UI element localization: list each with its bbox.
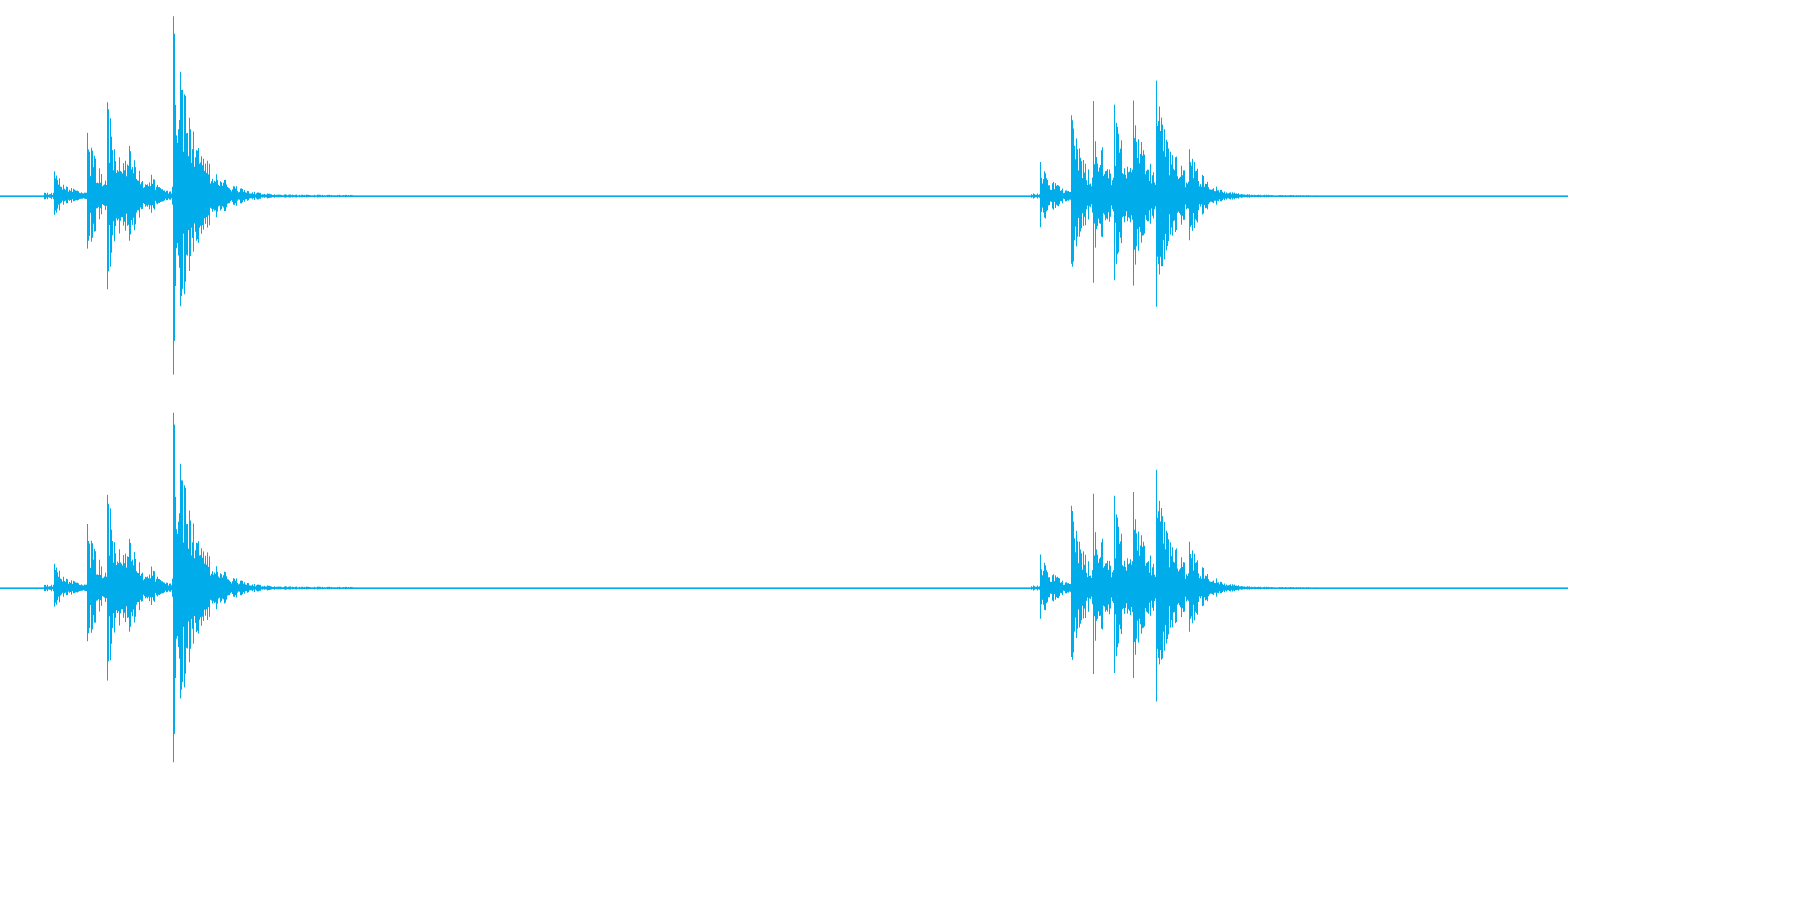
channel-1-waveform [0, 16, 1568, 375]
channel-2-samples [0, 412, 1568, 763]
channel-1-samples [0, 16, 1568, 375]
channel-2-waveform [0, 412, 1568, 763]
